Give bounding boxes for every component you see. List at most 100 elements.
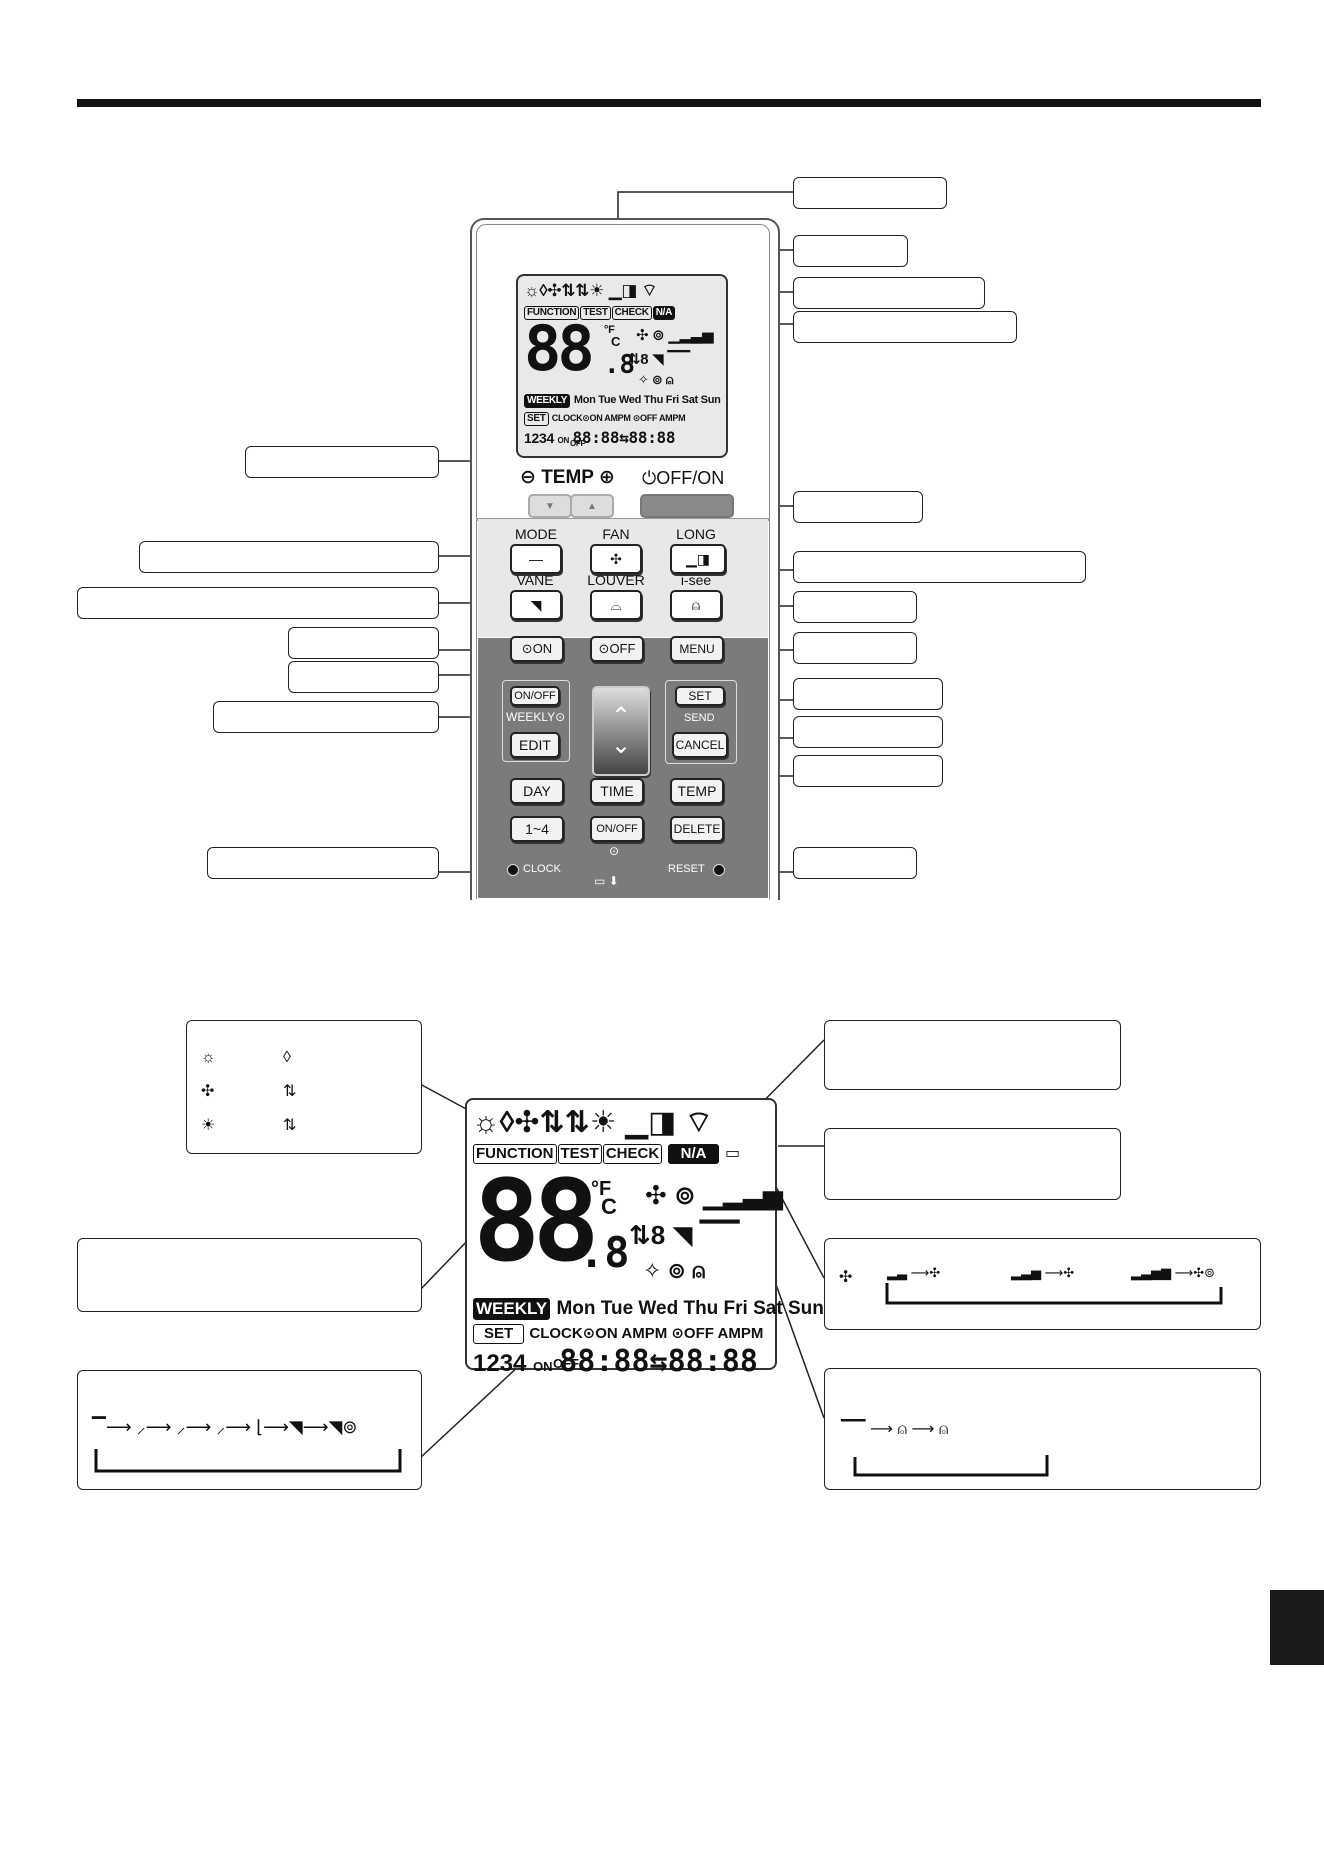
weekly-tag: WEEKLY <box>524 394 571 408</box>
fan-button[interactable]: ✣ <box>590 544 642 574</box>
minus-icon: ⊖ <box>520 467 536 488</box>
temp-controls: ⊖ TEMP ⊕ <box>520 466 615 489</box>
delete-button[interactable]: DELETE <box>670 816 724 842</box>
callout-box <box>793 716 943 748</box>
check-tag: CHECK <box>611 306 652 320</box>
offon-label: ⏻OFF/ON <box>642 468 724 489</box>
callout-box <box>77 587 439 619</box>
program-1-4-button[interactable]: 1~4 <box>510 816 564 842</box>
time-display: 88:88⇆88:88 <box>559 1344 758 1379</box>
callout-box <box>824 1128 1121 1200</box>
set-row: SET CLOCK⊙ON AMPM ⊙OFF AMPM <box>524 412 686 426</box>
mode-button[interactable]: — <box>510 544 562 574</box>
vane-icon: ◥ <box>530 596 542 613</box>
mode-icons: ☼◊✣⇅⇅☀ ▁◨ ⌔ <box>524 281 658 300</box>
temperature-decimal: .8 <box>579 1228 630 1277</box>
na-tag: N/A <box>652 306 676 320</box>
mode-icons-large: ☼◊✣⇅⇅☀ ▁◨ ⌔ <box>472 1106 713 1139</box>
plus-icon: ⊕ <box>598 467 615 488</box>
fan-speed-icons: ✣ ⊚ ▁▂▃▅ <box>645 1180 783 1210</box>
temperature-digits: 88 <box>473 1157 600 1287</box>
on-timer-button[interactable]: ⊙ON <box>510 636 564 662</box>
test-tag: TEST <box>557 1144 602 1164</box>
callout-box <box>245 446 439 478</box>
on-label: ON <box>533 1359 553 1374</box>
cancel-button[interactable]: CANCEL <box>672 732 728 758</box>
long-label: LONG <box>676 526 716 542</box>
fan-icon: ✣ <box>839 1269 853 1286</box>
dry-icon: ◊ <box>283 1049 291 1066</box>
vane-button[interactable]: ◥ <box>510 590 562 620</box>
callout-box <box>793 491 923 523</box>
clock-button[interactable] <box>507 864 519 876</box>
louver-icon: ⌓ <box>610 596 622 613</box>
reset-button[interactable] <box>713 864 725 876</box>
weekly-label: WEEKLY⊙ <box>506 710 566 724</box>
days-of-week: Mon Tue Wed Thu Fri Sat Sun <box>573 394 721 406</box>
long-button[interactable]: ▁◨ <box>670 544 726 574</box>
up-down-button[interactable]: ⌃ ⌄ <box>592 686 650 776</box>
loop-arrow <box>853 1455 1049 1477</box>
program-row: 1234 ON 88:88⇆88:88 <box>473 1344 758 1379</box>
callout-box <box>793 177 947 209</box>
edit-button[interactable]: EDIT <box>510 732 560 758</box>
callout-box <box>77 1238 422 1312</box>
fan-icon: ✣ <box>610 550 622 567</box>
temp-up-button[interactable]: ▲ <box>570 494 614 518</box>
fan-speed-icons: ✣ ⊚ ▁▂▃▅ <box>636 327 714 344</box>
vane-icons: ⇅8 ◥ ▔▔ <box>628 351 690 368</box>
weekly-row: WEEKLY Mon Tue Wed Thu Fri Sat Sun <box>473 1298 824 1320</box>
time-button[interactable]: TIME <box>590 778 644 804</box>
callout-box <box>824 1020 1121 1090</box>
louver-button[interactable]: ⌓ <box>590 590 642 620</box>
off-label: OFF <box>553 1356 579 1371</box>
time-display: 88:88⇆88:88 <box>572 428 676 447</box>
power-icon: ⏻ <box>642 468 657 488</box>
remote-inner-frame <box>476 224 770 899</box>
callout-box <box>793 277 985 309</box>
callout-box <box>213 701 439 733</box>
temperature-decimal: .8 <box>604 350 635 380</box>
vane-step-icons: ▔⟶ ⸝⟶ ⸝⟶ ⸝⟶ ⌊⟶◥⟶◥⊚ <box>92 1417 358 1437</box>
unit-f: °F <box>604 324 615 336</box>
callout-box <box>139 541 439 573</box>
send-label: SEND <box>684 712 715 724</box>
isee-button[interactable]: ⍝ <box>670 590 722 620</box>
temp-down-button[interactable]: ▼ <box>528 494 572 518</box>
chevron-down-icon: ⌄ <box>610 732 632 759</box>
function-tag: FUNCTION <box>524 306 580 320</box>
chevron-up-icon: ⌃ <box>610 703 632 730</box>
reset-label: RESET <box>668 863 705 875</box>
callout-box <box>793 755 943 787</box>
mode-icon: — <box>529 551 543 567</box>
isee-step-icons: ▔▔ ⟶ ⍝ ⟶ ⍝ <box>841 1421 949 1438</box>
auto-icon: ⇅ <box>283 1083 297 1100</box>
loop-arrow <box>885 1283 1223 1305</box>
offon-button[interactable] <box>640 494 734 518</box>
callout-box <box>207 847 439 879</box>
weekly-tag: WEEKLY <box>473 1298 551 1320</box>
temp-button[interactable]: TEMP <box>670 778 724 804</box>
weekly-onoff-button[interactable]: ON/OFF <box>510 686 560 706</box>
weekly-frame <box>502 680 570 762</box>
menu-button[interactable]: MENU <box>670 636 724 662</box>
program-row: 1234 ON 88:88⇆88:88 <box>524 428 676 447</box>
battery-icon: ▭ ⬇ <box>594 874 619 888</box>
unit-c: C <box>601 1194 617 1219</box>
speed-2-icon: ▂▃▅ ⟶✣ <box>1011 1265 1075 1280</box>
day-button[interactable]: DAY <box>510 778 564 804</box>
callout-box <box>793 632 917 664</box>
isee-icons: ✧ ⊚ ⍝ <box>638 372 674 387</box>
fan-label: FAN <box>602 526 630 542</box>
timer-onoff-button[interactable]: ON/OFF <box>590 816 644 842</box>
speed-1-icon: ▂▃ ⟶✣ <box>887 1265 941 1280</box>
test-tag: TEST <box>580 306 611 320</box>
off-timer-button[interactable]: ⊙OFF <box>590 636 644 662</box>
header-rule <box>77 99 1261 107</box>
set-button[interactable]: SET <box>675 686 725 706</box>
speed-3-icon: ▂▃▅▆ ⟶✣⊚ <box>1131 1265 1216 1280</box>
isee-sequence-box: ▔▔ ⟶ ⍝ ⟶ ⍝ <box>824 1368 1261 1490</box>
